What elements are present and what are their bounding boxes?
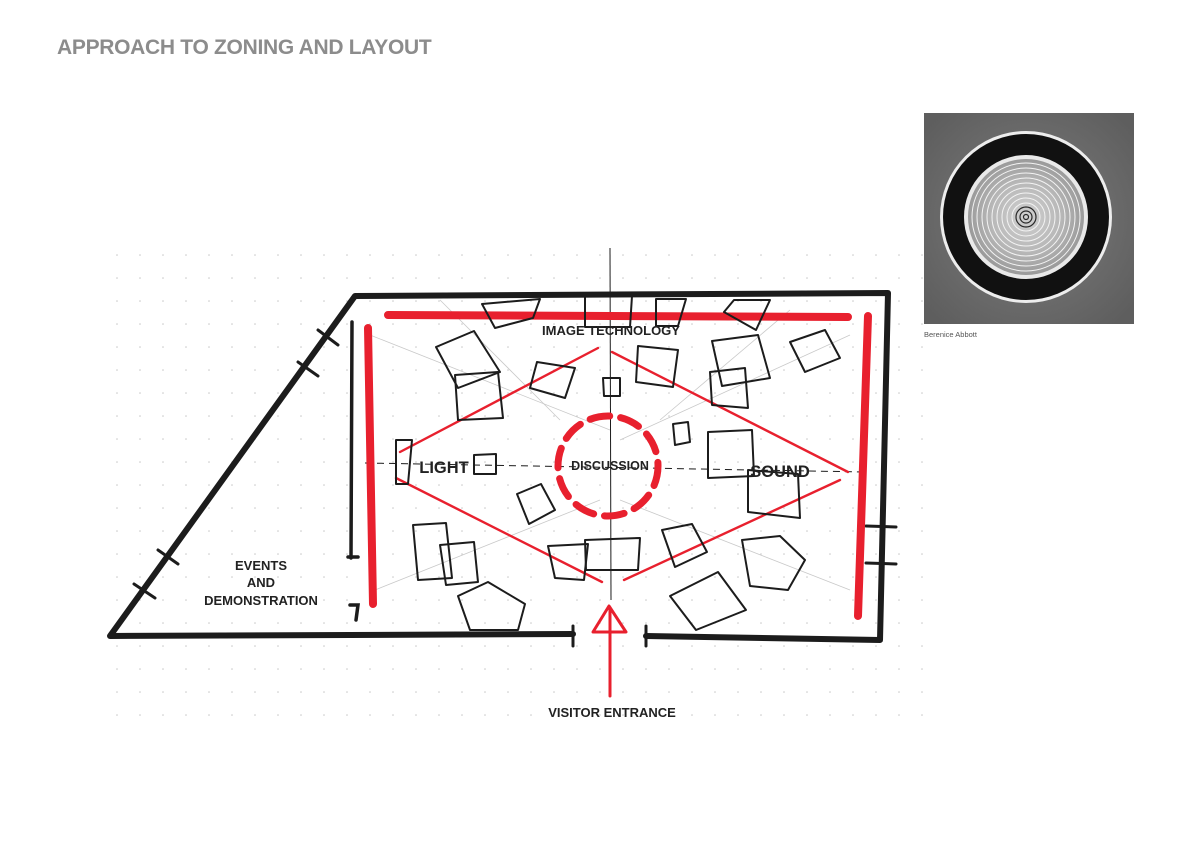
photo-caption: Berenice Abbott xyxy=(924,330,977,339)
zone-label-sound: SOUND xyxy=(750,463,810,481)
axis-lines xyxy=(364,247,866,601)
zone-diamond xyxy=(394,346,850,584)
page-title: APPROACH TO ZONING AND LAYOUT xyxy=(57,36,432,59)
zone-label-events-line-1: EVENTS xyxy=(235,558,287,573)
exhibit-plinths xyxy=(395,295,841,631)
entrance-arrow xyxy=(591,604,628,698)
entrance-label: VISITOR ENTRANCE xyxy=(548,705,676,720)
discussion-circle xyxy=(554,412,662,520)
zone-label-events-line-2: AND xyxy=(247,575,275,590)
zone-label-events-line-3: DEMONSTRATION xyxy=(204,593,318,608)
zone-label-discussion: DISCUSSION xyxy=(571,459,649,473)
concentric-rings-photo-icon xyxy=(924,113,1134,324)
zone-label-light: LIGHT xyxy=(419,459,469,477)
zone-label-image-technology: IMAGE TECHNOLOGY xyxy=(542,323,680,338)
inner-partition xyxy=(346,320,360,622)
construction-lines xyxy=(369,299,851,591)
red-zone-bars xyxy=(364,311,872,620)
wall-ticks xyxy=(132,328,898,648)
outer-walls xyxy=(107,290,891,643)
reference-photo xyxy=(924,113,1134,324)
